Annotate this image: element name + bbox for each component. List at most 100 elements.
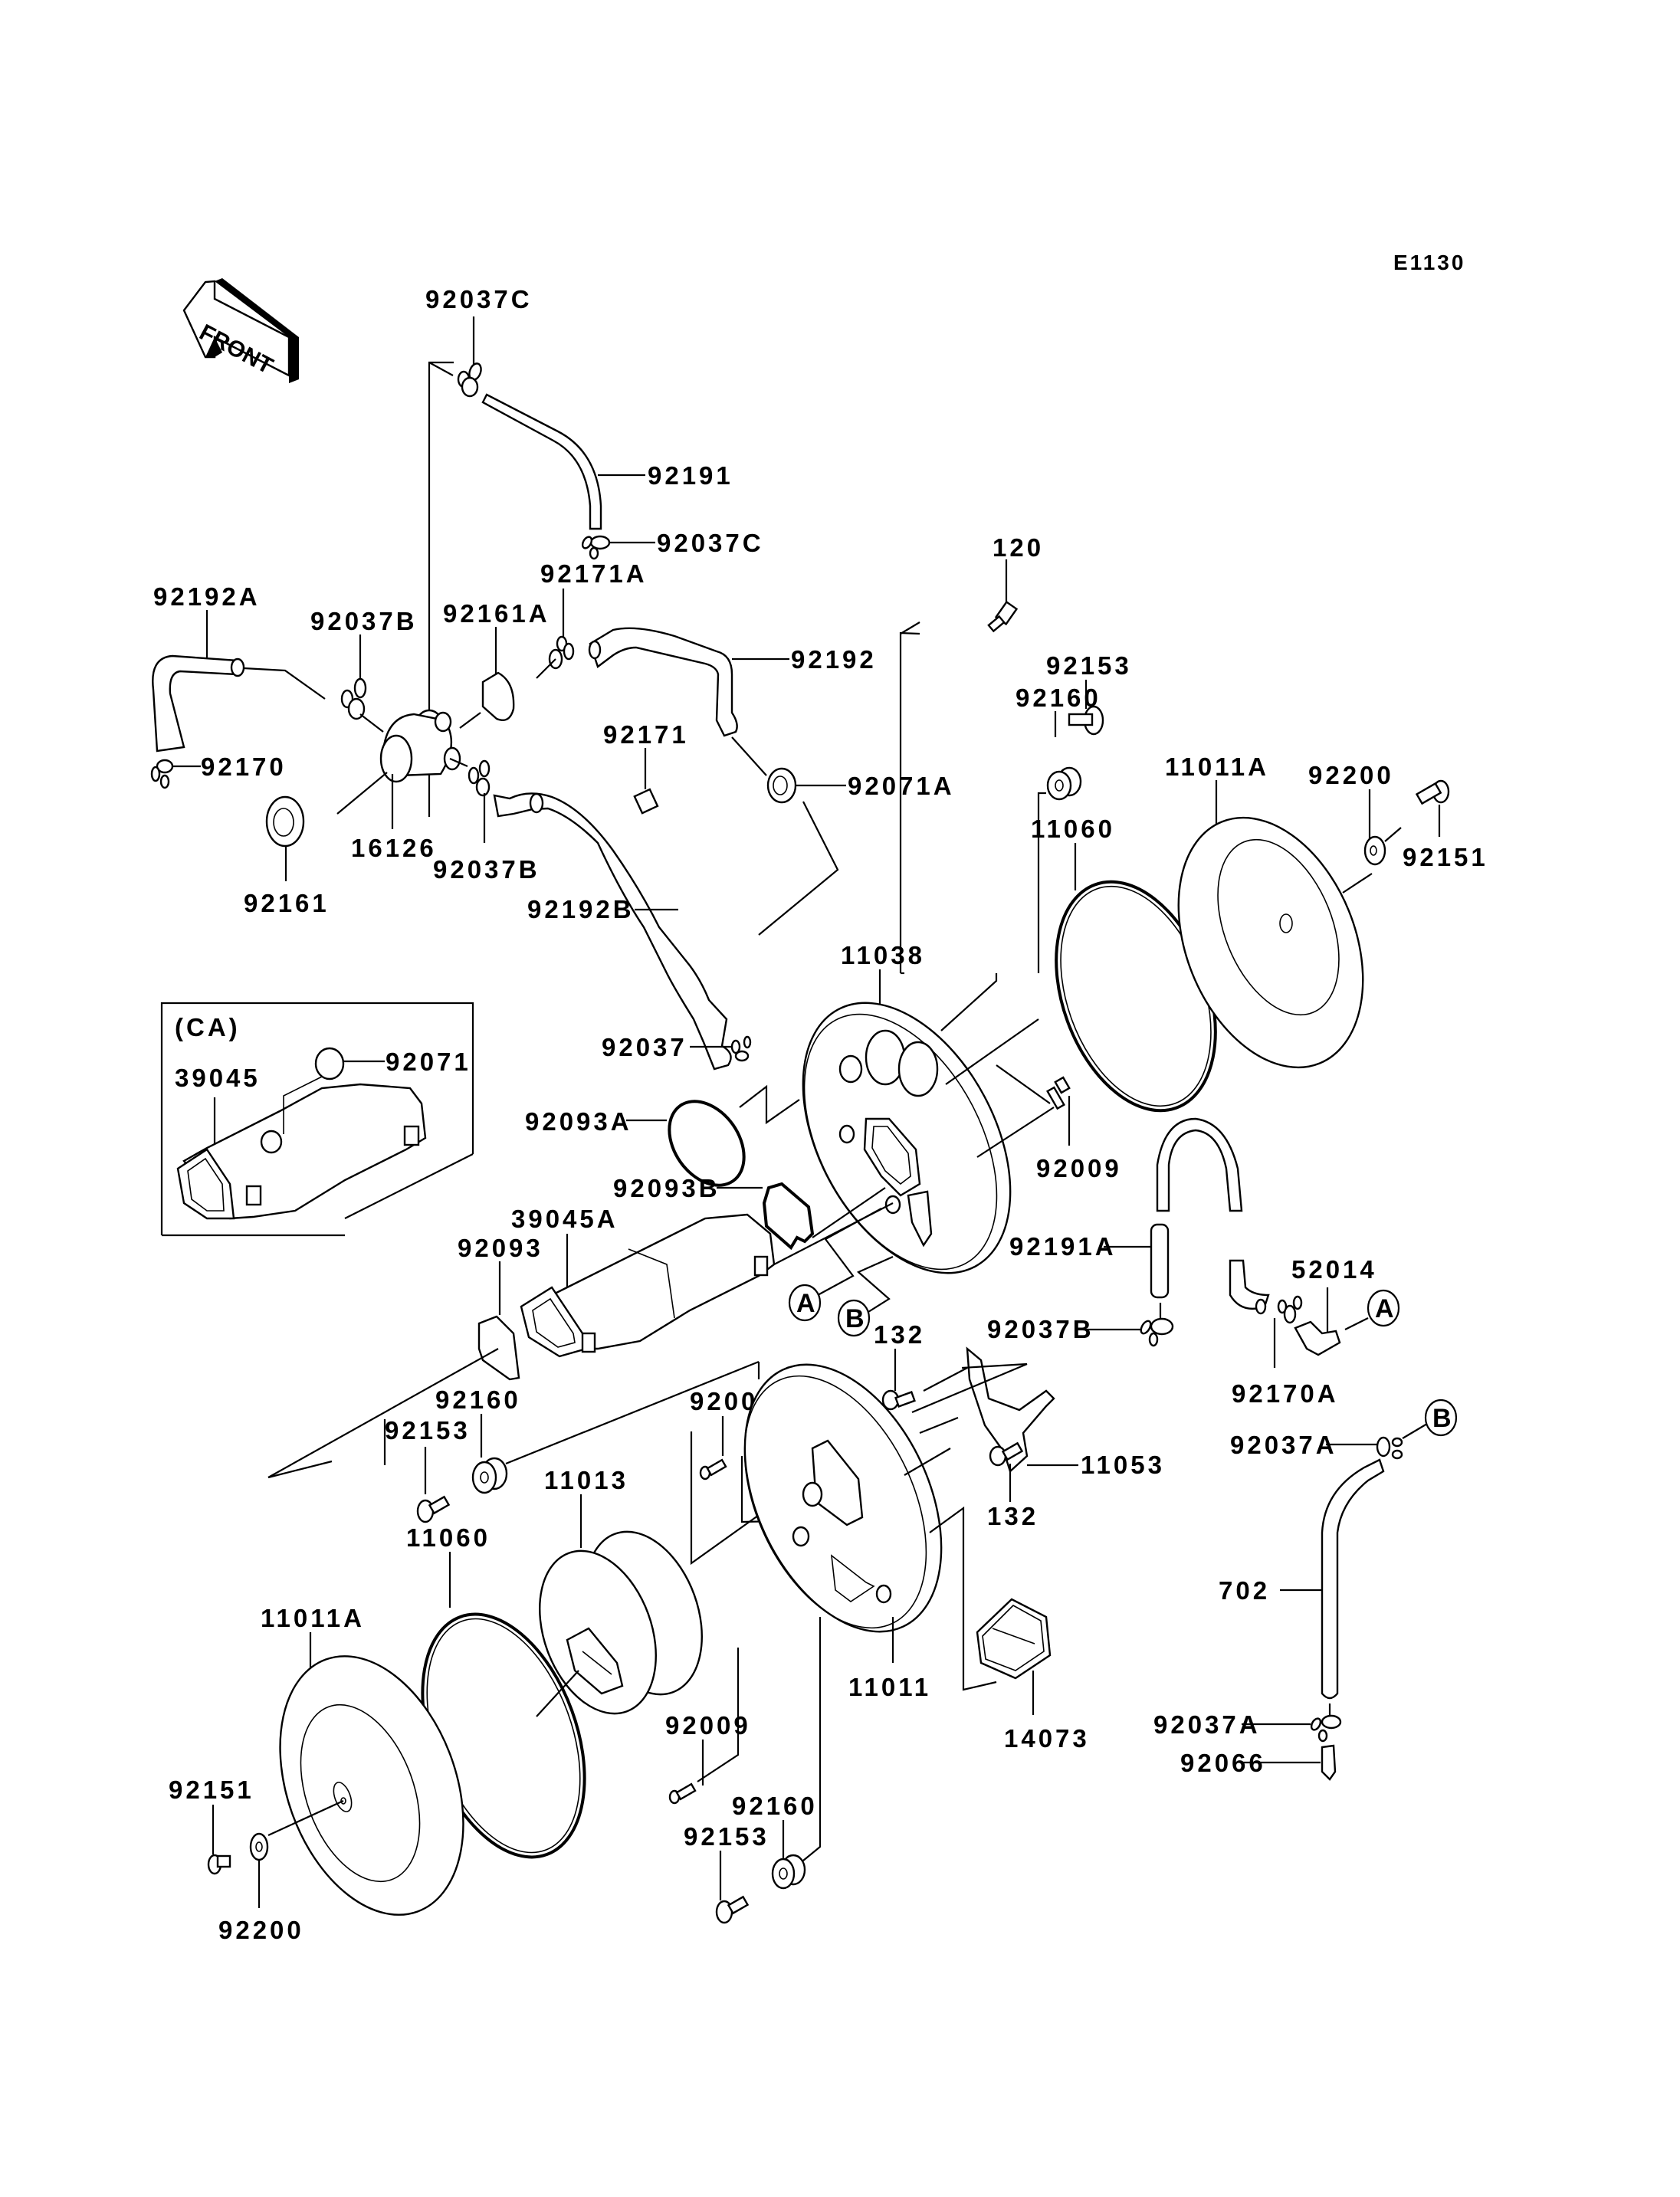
leader-line	[1037, 792, 1046, 973]
hose-92192b-icon	[493, 792, 732, 1071]
leader-line	[536, 1670, 579, 1717]
label-92192a: 92192A	[153, 582, 261, 611]
leader-line	[697, 1648, 740, 1782]
gasket-92093b-icon	[762, 1182, 815, 1251]
cap-92071-icon	[314, 1047, 345, 1080]
leader-line	[940, 973, 998, 1031]
leader-line	[449, 757, 468, 768]
label-39045a: 39045A	[511, 1205, 619, 1233]
clamp-icon	[468, 759, 491, 797]
leader-line	[899, 631, 920, 973]
label-92037a-bottom: 92037A	[1153, 1710, 1261, 1739]
leader-line	[961, 1362, 1028, 1369]
canister-39045-icon	[182, 1083, 427, 1220]
label-39045: 39045	[175, 1064, 261, 1092]
label-11011: 11011	[848, 1673, 931, 1701]
fitting-52014-icon	[1294, 1320, 1341, 1356]
element-11013-icon	[539, 1530, 703, 1715]
case-11011-icon	[743, 1363, 943, 1633]
label-92151-bottom: 92151	[169, 1776, 254, 1804]
label-92037b-lower: 92037B	[433, 855, 540, 884]
screw-92151-icon	[1415, 779, 1450, 805]
label-92192b: 92192B	[527, 895, 635, 923]
svg-text:A: A	[1375, 1294, 1394, 1323]
label-14073: 14073	[1004, 1724, 1090, 1753]
leader-line	[1344, 1317, 1369, 1330]
clamp-icon	[340, 677, 367, 720]
leader-line	[336, 772, 388, 815]
label-92037: 92037	[602, 1033, 687, 1061]
label-16126: 16126	[351, 834, 437, 862]
leader-line	[267, 1348, 499, 1478]
bolt-92153-icon	[715, 1895, 750, 1924]
leader-line	[945, 1018, 1039, 1085]
cap-92161a-icon	[481, 671, 515, 722]
hose-92192a-icon	[152, 654, 239, 753]
leader-line	[731, 736, 767, 776]
label-92093a: 92093A	[525, 1107, 632, 1136]
leader-line	[459, 712, 481, 729]
label-92160-top: 92160	[1016, 684, 1101, 712]
label-92160-bottom: 92160	[732, 1792, 818, 1820]
leader-line	[1384, 827, 1402, 842]
svg-text:A: A	[796, 1289, 815, 1318]
bracket-11053-icon	[966, 1346, 1055, 1474]
hose-upper-icon	[1156, 1117, 1243, 1212]
label-11060-bottom: 11060	[406, 1523, 491, 1552]
label-92066: 92066	[1180, 1749, 1266, 1777]
label-92037c-mid: 92037C	[657, 529, 764, 557]
label-92151-top: 92151	[1403, 843, 1488, 871]
bolt-92009-icon	[699, 1458, 727, 1481]
leader-line	[1402, 1423, 1428, 1439]
label-11011a-top: 11011A	[1165, 753, 1269, 781]
label-92170: 92170	[201, 753, 287, 781]
clamp-icon	[1140, 1317, 1174, 1347]
label-120: 120	[993, 533, 1044, 562]
ref-a-marker: A	[788, 1284, 822, 1322]
label-92037a-top: 92037A	[1230, 1431, 1337, 1459]
label-92037c-top: 92037C	[425, 285, 533, 313]
label-92171: 92171	[603, 720, 689, 749]
label-92161: 92161	[244, 889, 330, 917]
hose-92191-icon	[481, 393, 602, 530]
bolt-132-icon	[881, 1389, 916, 1411]
label-92153-bottom: 92153	[684, 1822, 769, 1851]
leader-line	[817, 1208, 882, 1296]
bolt-92153-icon	[416, 1495, 451, 1523]
label-92200-bottom: 92200	[218, 1916, 304, 1944]
clamp-icon	[1277, 1295, 1303, 1324]
svg-text:B: B	[845, 1304, 865, 1333]
bolt-92009-icon	[668, 1782, 697, 1805]
clamp-icon	[548, 635, 575, 670]
label-92093: 92093	[458, 1234, 543, 1262]
ref-b-marker-right: B	[1424, 1399, 1458, 1437]
leader-line	[505, 1360, 760, 1465]
label-11053: 11053	[1081, 1451, 1165, 1479]
oring-92093a-icon	[668, 1100, 746, 1187]
label-52014: 52014	[1291, 1255, 1377, 1284]
hose-92191a-icon	[1150, 1223, 1170, 1299]
label-92071a: 92071A	[848, 772, 955, 800]
ref-b-marker: B	[837, 1299, 871, 1337]
label-11013: 11013	[544, 1466, 628, 1494]
bolt-92153-icon	[1068, 705, 1104, 736]
label-92160-mid: 92160	[435, 1385, 521, 1414]
cap-92161-icon	[265, 795, 305, 848]
leader-line	[976, 1107, 1055, 1158]
clip-92171-icon	[633, 788, 659, 815]
label-92200-top: 92200	[1308, 761, 1394, 789]
collar-92160-icon	[1046, 766, 1082, 801]
gasket-92093-icon	[477, 1315, 520, 1381]
collar-92160-icon	[771, 1854, 806, 1890]
label-92153-top: 92153	[1046, 651, 1132, 680]
leader-line	[919, 1416, 959, 1435]
leader-line	[536, 658, 556, 679]
collar-92160-icon	[471, 1457, 508, 1494]
label-92009-bottom: 92009	[665, 1711, 751, 1740]
label-92153-mid: 92153	[385, 1416, 471, 1444]
leader-line	[243, 667, 326, 700]
washer-92200-icon	[249, 1832, 269, 1861]
leader-line	[812, 1187, 886, 1238]
leader-line	[267, 1460, 333, 1479]
